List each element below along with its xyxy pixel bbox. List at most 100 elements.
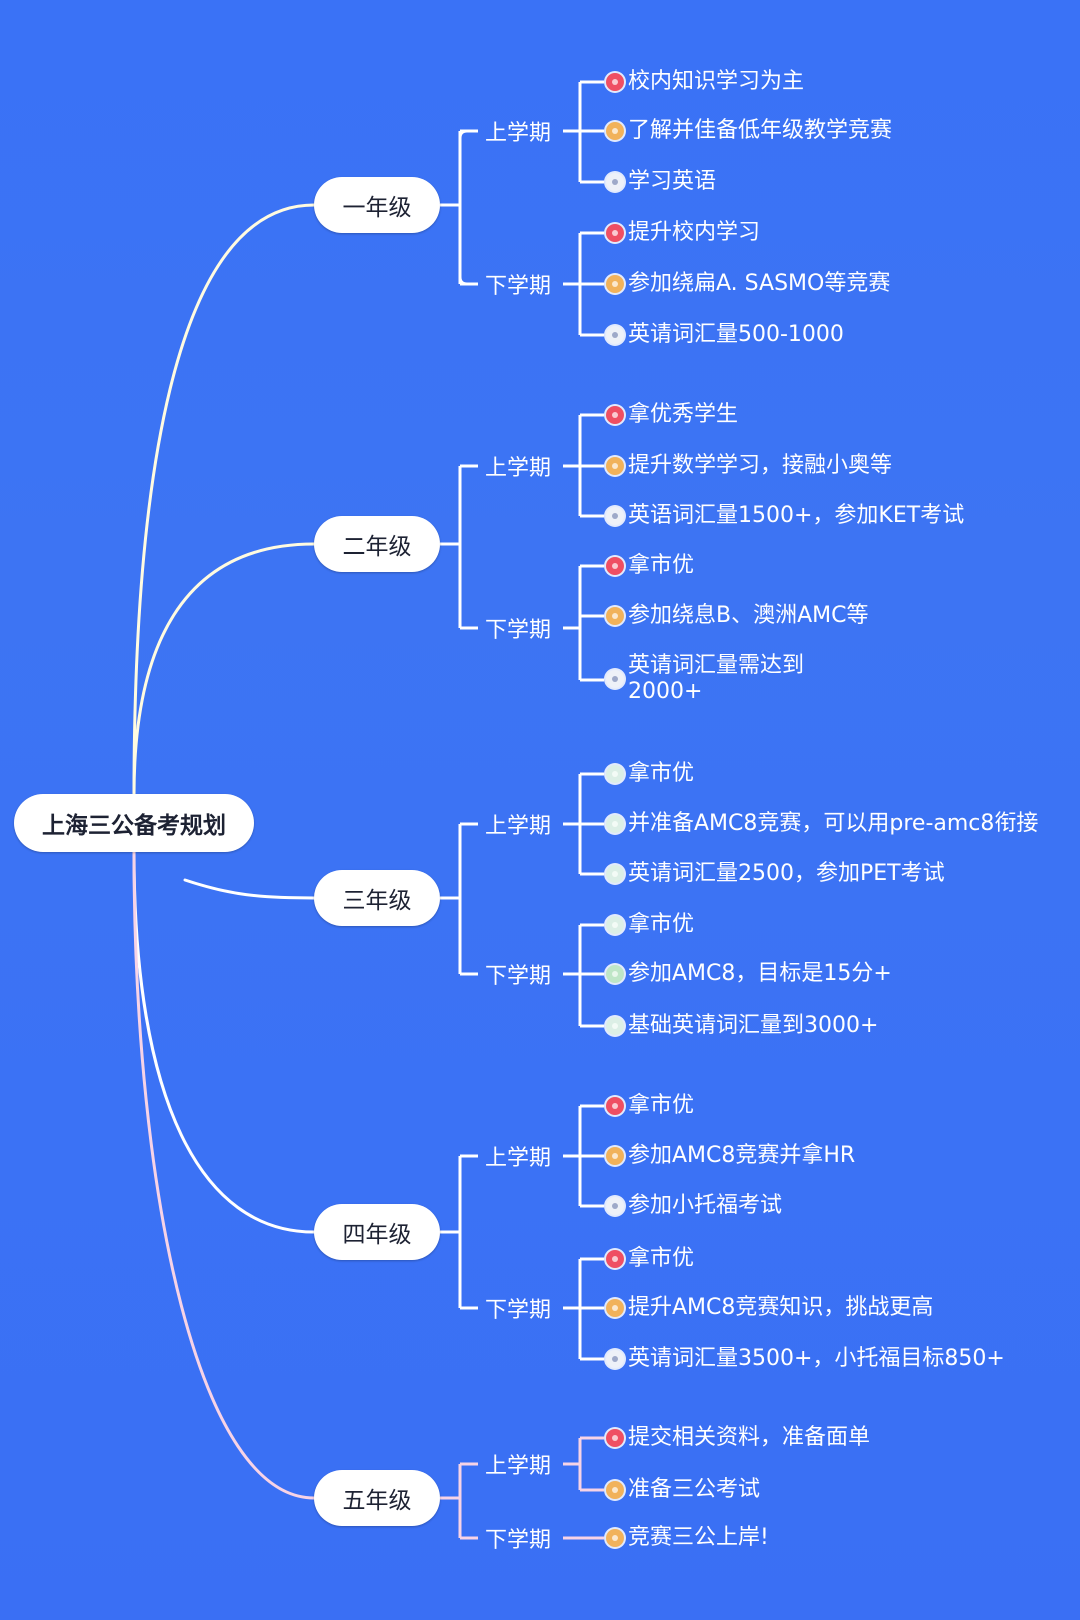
item-node[interactable]: 准备三公考试 [606,1475,760,1505]
item-node[interactable]: 提交相关资料，准备面单 [606,1423,870,1453]
orange-dot-icon [606,607,624,625]
orange-dot-icon [606,1299,624,1317]
item-text: 拿市优 [628,912,695,937]
item-node[interactable]: 了解并佳备低年级教学竞赛 [606,116,892,146]
term-node-grade3-lower[interactable]: 下学期 [485,964,552,989]
white-dot-icon [606,326,624,344]
item-node[interactable]: 提升AMC8竞赛知识，挑战更高 [606,1293,933,1323]
item-node[interactable]: 竞赛三公上岸! [606,1523,769,1553]
term-node-grade3-upper[interactable]: 上学期 [485,814,552,839]
item-text: 英语词汇量1500+，参加KET考试 [628,503,965,528]
grade-node-4[interactable]: 四年级 [314,1204,440,1260]
link-root-grade4 [132,849,316,1234]
item-node[interactable]: 拿市优 [606,1244,694,1274]
item-node[interactable]: 英请词汇量3500+，小托福目标850+ [606,1344,1005,1374]
item-text: 校内知识学习为主 [628,69,805,94]
item-text: 拿市优 [628,553,695,578]
orange-dot-icon [606,457,624,475]
item-text: 拿优秀学生 [628,402,739,427]
item-text: 参加绕息B、澳洲AMC等 [628,603,869,628]
item-node[interactable]: 参加AMC8竞赛并拿HR [606,1141,855,1171]
orange-dot-icon [606,122,624,140]
orange-dot-icon [606,1529,624,1547]
term-node-grade2-lower[interactable]: 下学期 [485,618,552,643]
orange-dot-icon [606,1481,624,1499]
red-dot-icon [606,406,624,424]
item-text: 学习英语 [628,169,717,194]
root-node[interactable]: 上海三公备考规划 [14,794,254,852]
item-node[interactable]: 拿优秀学生 [606,400,738,430]
item-text: 准备三公考试 [628,1477,761,1502]
red-dot-icon [606,1250,624,1268]
item-node[interactable]: 拿市优 [606,759,694,789]
link-root-grade2 [132,542,316,797]
white-dot-icon [606,1350,624,1368]
item-text: 英请词汇量需达到2000+ [628,653,805,704]
term-node-grade5-upper[interactable]: 上学期 [485,1454,552,1479]
item-text: 了解并佳备低年级教学竞赛 [628,118,893,143]
grade-node-1[interactable]: 一年级 [314,177,440,233]
item-node[interactable]: 英语词汇量1500+，参加KET考试 [606,501,964,531]
item-node[interactable]: 参加AMC8，目标是15分+ [606,959,892,989]
item-text: 英请词汇量3500+，小托福目标850+ [628,1346,1005,1371]
item-node[interactable]: 拿市优 [606,910,694,940]
orange-dot-icon [606,1147,624,1165]
mint-dot-icon [606,765,624,783]
item-text: 基础英请词汇量到3000+ [628,1013,879,1038]
item-node[interactable]: 并准备AMC8竞赛，可以用pre-amc8衔接 [606,809,1038,839]
item-text: 提升校内学习 [628,220,761,245]
item-text: 拿市优 [628,1246,695,1271]
item-node[interactable]: 英请词汇量需达到2000+ [606,653,836,705]
red-dot-icon [606,224,624,242]
item-text: 提交相关资料，准备面单 [628,1425,871,1450]
item-node[interactable]: 参加小托福考试 [606,1191,782,1221]
item-node[interactable]: 英请词汇量2500，参加PET考试 [606,859,945,889]
white-dot-icon [606,1197,624,1215]
item-node[interactable]: 参加绕息B、澳洲AMC等 [606,601,869,631]
item-node[interactable]: 参加绕扁A. SASMO等竞赛 [606,269,890,299]
item-node[interactable]: 英请词汇量500-1000 [606,320,844,350]
item-text: 提升AMC8竞赛知识，挑战更高 [628,1295,934,1320]
item-text: 拿市优 [628,761,695,786]
term-node-grade1-lower[interactable]: 下学期 [485,274,552,299]
grade-node-5[interactable]: 五年级 [314,1470,440,1526]
item-node[interactable]: 提升校内学习 [606,218,760,248]
item-text: 英请词汇量500-1000 [628,322,844,347]
mint-dot-icon [606,815,624,833]
item-node[interactable]: 学习英语 [606,167,716,197]
mint-dot-icon [606,865,624,883]
white-dot-icon [606,670,624,688]
red-dot-icon [606,557,624,575]
grade-node-2[interactable]: 二年级 [314,516,440,572]
red-dot-icon [606,73,624,91]
term-node-grade4-lower[interactable]: 下学期 [485,1298,552,1323]
item-node[interactable]: 拿市优 [606,551,694,581]
red-dot-icon [606,1429,624,1447]
red-dot-icon [606,1097,624,1115]
item-text: 竞赛三公上岸! [628,1525,769,1550]
white-dot-icon [606,173,624,191]
item-text: 拿市优 [628,1093,695,1118]
term-node-grade5-lower[interactable]: 下学期 [485,1528,552,1553]
orange-dot-icon [606,275,624,293]
term-node-grade2-upper[interactable]: 上学期 [485,456,552,481]
link-root-grade1 [132,203,316,797]
item-node[interactable]: 基础英请词汇量到3000+ [606,1011,878,1041]
item-text: 并准备AMC8竞赛，可以用pre-amc8衔接 [628,811,1039,836]
item-text: 提升数学学习，接融小奥等 [628,453,893,478]
mint-dot-icon [606,916,624,934]
item-text: 参加绕扁A. SASMO等竞赛 [628,271,891,296]
term-node-grade1-upper[interactable]: 上学期 [485,121,552,146]
link-root-grade3 [183,878,316,900]
mint-dot-icon [606,1017,624,1035]
item-text: 参加小托福考试 [628,1193,783,1218]
item-node[interactable]: 提升数学学习，接融小奥等 [606,451,892,481]
item-node[interactable]: 拿市优 [606,1091,694,1121]
item-text: 英请词汇量2500，参加PET考试 [628,861,945,886]
item-text: 参加AMC8竞赛并拿HR [628,1143,856,1168]
term-node-grade4-upper[interactable]: 上学期 [485,1146,552,1171]
grade-node-3[interactable]: 三年级 [314,870,440,926]
item-node[interactable]: 校内知识学习为主 [606,67,804,97]
